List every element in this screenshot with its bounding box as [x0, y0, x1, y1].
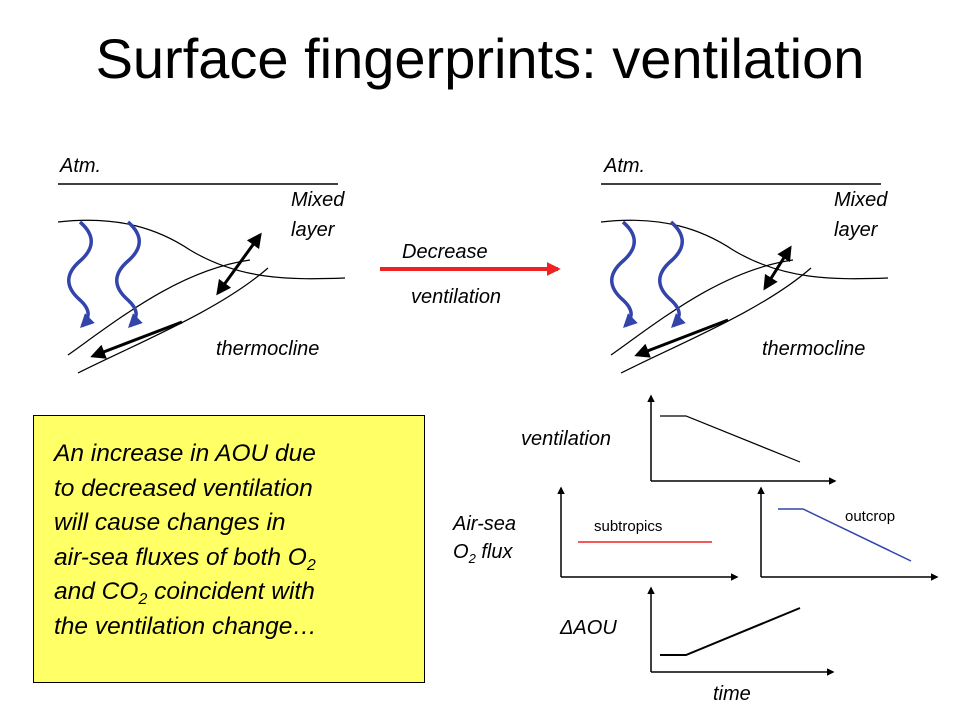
left-atm-label: Atm. [59, 155, 101, 177]
airsea-label-1: Air-sea [452, 513, 516, 535]
right-mixed-layer-base [600, 219, 889, 280]
right-subduction-arrow [634, 318, 729, 358]
left-ocean-panel: Atm. Mixed layer thermocline [57, 155, 346, 374]
subtropics-label: subtropics [594, 518, 662, 535]
airsea-flux-outcrop-graph: outcrop [757, 486, 939, 581]
callout-line-2: to decreased ventilation [54, 474, 313, 502]
airsea-flux-subtropics-graph: subtropics Air-sea O2 flux [452, 486, 739, 581]
left-thermocline-label: thermocline [216, 338, 319, 360]
right-mixed-label-1: Mixed [834, 189, 888, 211]
right-mixed-label-2: layer [834, 219, 879, 241]
ventilation-curve [660, 415, 801, 463]
aou-label: ΔAOU [559, 617, 617, 639]
callout-line-4: air-sea fluxes of both O2 [54, 543, 316, 574]
decrease-ventilation-transition: Decrease ventilation [380, 241, 561, 308]
explanation-callout: An increase in AOU due to decreased vent… [33, 415, 425, 683]
time-axis-label: time [713, 683, 751, 705]
callout-text: An increase in AOU due to decreased vent… [54, 437, 422, 644]
right-mixing-wave-2 [658, 220, 686, 328]
callout-line-1: An increase in AOU due [54, 440, 316, 467]
right-ocean-panel: Atm. Mixed layer thermocline [600, 155, 889, 374]
outcrop-flux-line [778, 508, 912, 562]
callout-line-6: the ventilation change… [54, 612, 317, 640]
right-atm-label: Atm. [603, 155, 645, 177]
right-isopycnal-lower [620, 267, 812, 374]
left-subduction-arrow [90, 320, 183, 359]
left-mixed-layer-base [57, 219, 346, 280]
aou-curve [660, 607, 801, 656]
left-mixed-depth-arrow [216, 232, 262, 296]
right-thermocline-label: thermocline [762, 338, 865, 360]
slide-title: Surface fingerprints: ventilation [95, 27, 865, 90]
outcrop-label: outcrop [845, 508, 895, 525]
decrease-label: Decrease [402, 241, 488, 263]
left-mixed-label-2: layer [291, 219, 336, 241]
ventilation-transition-label: ventilation [411, 286, 501, 308]
callout-line-5: and CO2 coincident with [54, 578, 315, 608]
ventilation-graph-label: ventilation [521, 428, 611, 450]
right-mixed-depth-arrow [763, 245, 792, 291]
right-mixing-wave-1 [610, 220, 638, 328]
airsea-label-2: O2 flux [453, 541, 513, 566]
aou-graph: ΔAOU time [559, 586, 835, 705]
ventilation-graph: ventilation [521, 394, 837, 485]
left-mixing-wave-1 [67, 220, 95, 328]
left-mixing-wave-2 [115, 220, 143, 328]
left-mixed-label-1: Mixed [291, 189, 345, 211]
callout-line-3: will cause changes in [54, 509, 286, 536]
